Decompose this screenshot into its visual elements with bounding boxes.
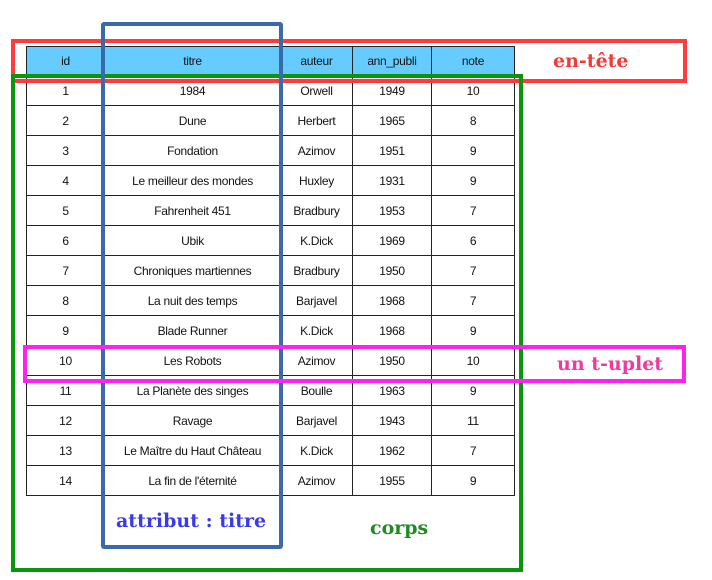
corps-highlight-box bbox=[11, 74, 523, 572]
cell-titre: Fondation bbox=[104, 135, 281, 166]
cell-auteur: Azimov bbox=[280, 135, 353, 166]
corps-label: corps bbox=[370, 517, 429, 539]
cell-id: 13 bbox=[26, 435, 105, 466]
cell-auteur: K.Dick bbox=[280, 225, 353, 256]
attribut-highlight-box bbox=[101, 22, 283, 549]
cell-titre: La fin de l'éternité bbox=[104, 465, 281, 496]
cell-auteur: Bradbury bbox=[280, 195, 353, 226]
tuple-highlight-box bbox=[23, 345, 686, 383]
cell-note: 9 bbox=[431, 465, 515, 496]
column-header-note: note bbox=[431, 46, 515, 76]
cell-note: 8 bbox=[431, 105, 515, 136]
tuple-label: un t-uplet bbox=[557, 353, 664, 375]
column-header-auteur: auteur bbox=[280, 46, 353, 76]
cell-note: 9 bbox=[431, 165, 515, 196]
cell-auteur: Barjavel bbox=[280, 405, 353, 436]
column-header-ann-publi: ann_publi bbox=[352, 46, 432, 76]
cell-id: 12 bbox=[26, 405, 105, 436]
cell-id: 4 bbox=[26, 165, 105, 196]
cell-ann-publi: 1931 bbox=[352, 165, 432, 196]
entete-label: en-tête bbox=[553, 50, 629, 72]
cell-ann-publi: 1962 bbox=[352, 435, 432, 466]
cell-id: 8 bbox=[26, 285, 105, 316]
cell-ann-publi: 1969 bbox=[352, 225, 432, 256]
cell-ann-publi: 1955 bbox=[352, 465, 432, 496]
cell-ann-publi: 1950 bbox=[352, 255, 432, 286]
attribut-label: attribut : titre bbox=[116, 510, 267, 532]
cell-note: 9 bbox=[431, 315, 515, 346]
cell-titre: La nuit des temps bbox=[104, 285, 281, 316]
header-row: id titre auteur ann_publi note bbox=[26, 46, 515, 76]
entete-highlight-box bbox=[11, 39, 687, 83]
cell-auteur: K.Dick bbox=[280, 315, 353, 346]
cell-auteur: Azimov bbox=[280, 465, 353, 496]
cell-auteur: Azimov bbox=[280, 345, 353, 376]
cell-id: 14 bbox=[26, 465, 105, 496]
cell-titre: Le Maître du Haut Château bbox=[104, 435, 281, 466]
cell-id: 5 bbox=[26, 195, 105, 226]
cell-titre: Ravage bbox=[104, 405, 281, 436]
table-header: id titre auteur ann_publi note bbox=[26, 46, 515, 76]
cell-titre: Ubik bbox=[104, 225, 281, 256]
cell-ann-publi: 1950 bbox=[352, 345, 432, 376]
column-header-id: id bbox=[26, 46, 105, 76]
cell-auteur: K.Dick bbox=[280, 435, 353, 466]
cell-ann-publi: 1953 bbox=[352, 195, 432, 226]
cell-id: 7 bbox=[26, 255, 105, 286]
cell-ann-publi: 1965 bbox=[352, 105, 432, 136]
cell-titre: Fahrenheit 451 bbox=[104, 195, 281, 226]
